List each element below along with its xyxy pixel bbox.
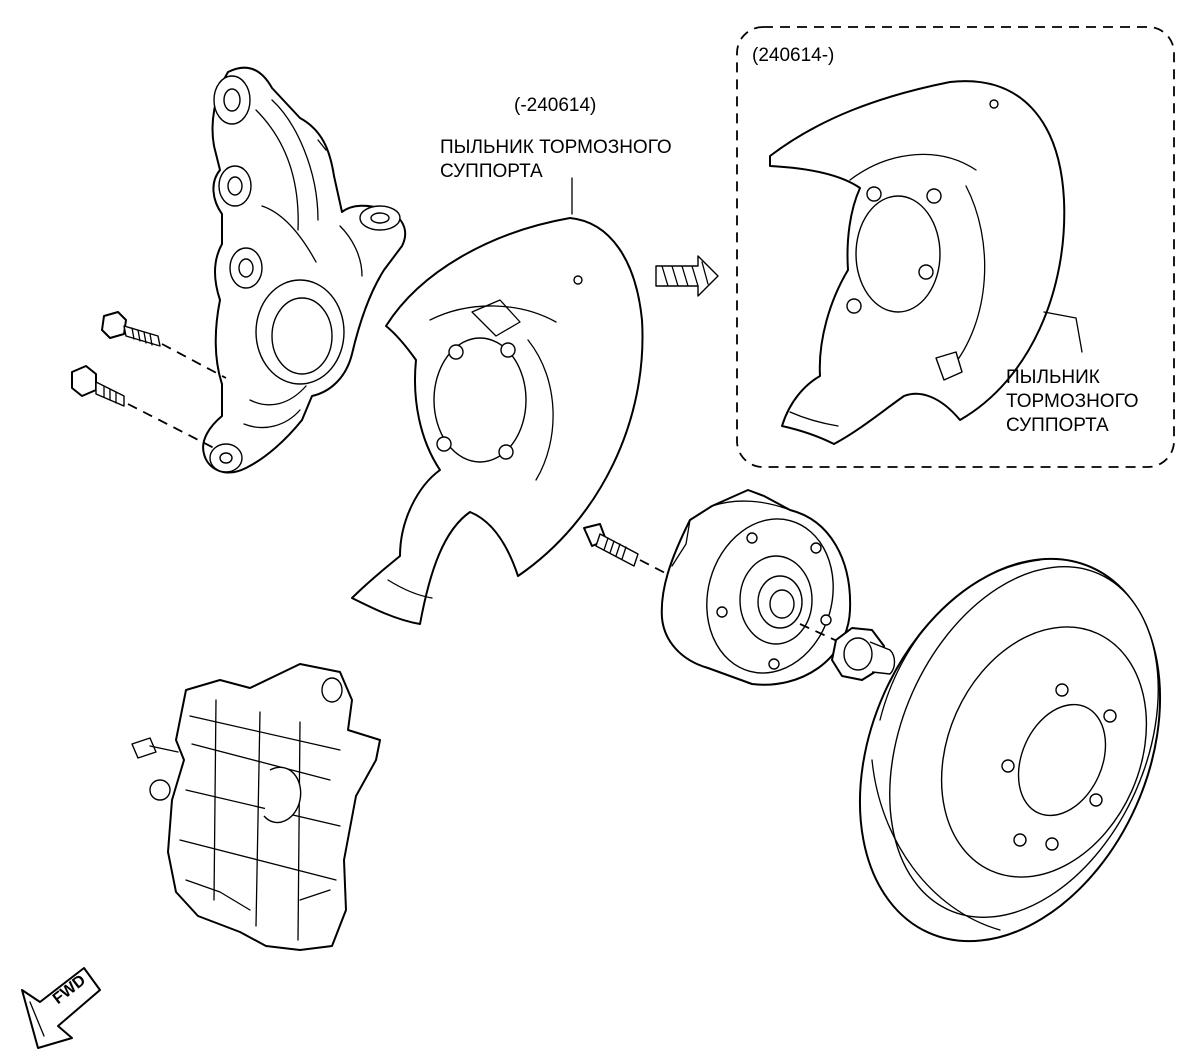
- new-version-label: (240614-): [752, 45, 835, 66]
- wheel-hub: [660, 489, 852, 686]
- dust-shield-new-leader: [1043, 311, 1083, 353]
- brake-disc: [858, 557, 1162, 943]
- wheel-stud: [583, 523, 639, 567]
- dust-shield-old: [351, 217, 644, 625]
- brake-caliper: [131, 663, 381, 951]
- new-version-inset-frame: [736, 26, 1175, 468]
- knuckle-bolt-lower: [71, 365, 125, 407]
- steering-knuckle: [202, 66, 407, 474]
- old-version-label: (-240614): [514, 95, 597, 116]
- dust-shield-old-label-line2: СУППОРТА: [440, 161, 543, 182]
- knuckle-bolt-upper: [101, 311, 161, 347]
- hub-nut: [831, 627, 896, 681]
- dust-shield-old-label-line1: ПЫЛЬНИК ТОРМОЗНОГО: [440, 137, 672, 158]
- dust-shield-new: [769, 80, 1066, 445]
- dust-shield-new-label-line1: ПЫЛЬНИК: [1006, 367, 1100, 388]
- dust-shield-new-label-line2: ТОРМОЗНОГО: [1006, 391, 1139, 412]
- dust-shield-new-label-line3: СУППОРТА: [1006, 415, 1109, 436]
- replacement-arrow: [655, 255, 719, 297]
- fwd-direction-arrow: [21, 967, 101, 1049]
